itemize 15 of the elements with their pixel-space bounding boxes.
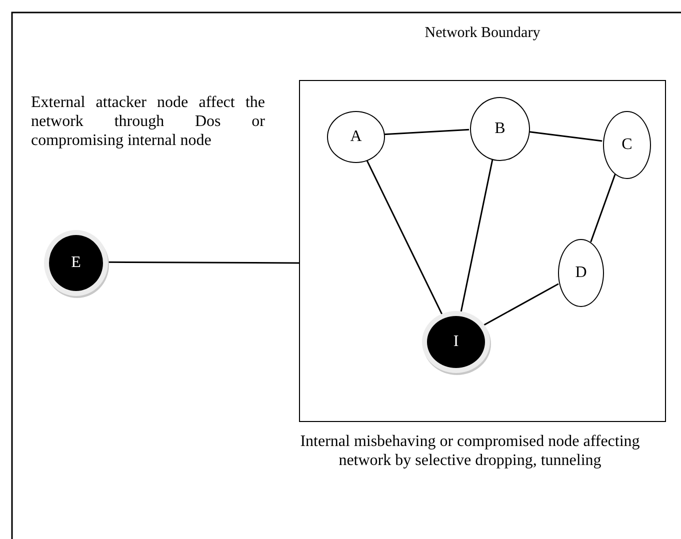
link-line	[482, 283, 559, 327]
insider-description: Internal misbehaving or compromised node affecting network by selective dropping, tunneling	[299, 432, 641, 470]
link-line	[384, 128, 470, 136]
link-line	[528, 131, 602, 142]
attacker-node: I	[422, 311, 490, 373]
network-node: A	[327, 111, 385, 163]
attacker-node: E	[44, 230, 108, 296]
link-line	[590, 174, 616, 242]
attacker-description: External attacker node affect the network through Dos or compromising internal node	[31, 93, 265, 150]
network-node: C	[603, 111, 651, 179]
link-line	[366, 160, 443, 315]
boundary-heading: Network Boundary	[424, 25, 542, 42]
network-node: B	[470, 97, 530, 161]
link-line	[460, 159, 494, 313]
network-node: D	[558, 239, 604, 307]
